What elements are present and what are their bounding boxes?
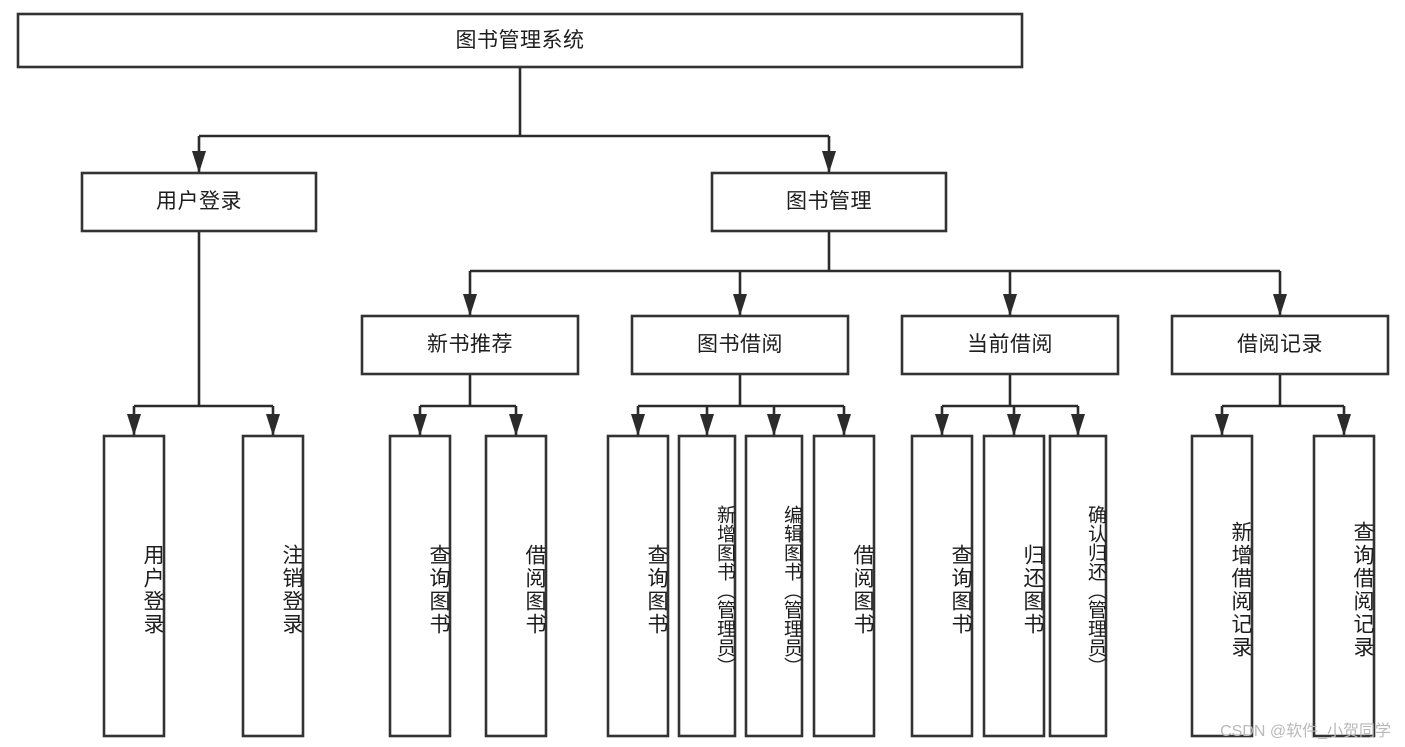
node-box-borrow-record[interactable] <box>1170 314 1390 376</box>
arrow-head-icon-current-borrow <box>1003 294 1017 316</box>
arrow-head-icon-leaf-query-book-current <box>935 414 949 436</box>
node-box-new-book-rec[interactable] <box>360 314 580 376</box>
arrow-head-icon-leaf-borrow-book-rec <box>509 414 523 436</box>
arrow-head-icon-book-borrow <box>733 294 747 316</box>
arrow-head-icon-leaf-query-record <box>1337 414 1351 436</box>
node-box-leaf-query-book-borrow[interactable] <box>606 434 670 738</box>
connector-layer <box>127 67 1351 436</box>
node-box-root[interactable] <box>16 12 1024 69</box>
node-box-book-borrow[interactable] <box>630 314 850 376</box>
box-layer <box>16 12 1390 738</box>
arrow-head-icon-leaf-add-record <box>1215 414 1229 436</box>
arrow-head-icon-leaf-query-book-borrow <box>631 414 645 436</box>
arrow-head-icon-new-book-rec <box>463 294 477 316</box>
node-box-current-borrow[interactable] <box>900 314 1120 376</box>
node-box-leaf-borrow-book[interactable] <box>812 434 876 738</box>
node-box-leaf-borrow-book-rec[interactable] <box>484 434 548 738</box>
arrow-head-icon-leaf-edit-book <box>767 414 781 436</box>
arrow-head-icon-leaf-confirm-return <box>1071 414 1085 436</box>
node-box-leaf-return-book[interactable] <box>982 434 1046 738</box>
arrow-head-icon-user-login <box>192 151 206 173</box>
node-box-leaf-confirm-return[interactable] <box>1048 434 1108 738</box>
node-box-user-login[interactable] <box>80 171 318 233</box>
node-box-leaf-user-login[interactable] <box>102 434 166 738</box>
node-box-leaf-add-book[interactable] <box>677 434 737 738</box>
node-box-book-manage[interactable] <box>710 171 948 233</box>
arrow-head-icon-leaf-user-login <box>127 414 141 436</box>
node-box-leaf-query-record[interactable] <box>1312 434 1376 738</box>
node-box-leaf-edit-book[interactable] <box>744 434 804 738</box>
arrow-head-icon-book-manage <box>822 151 836 173</box>
arrow-head-icon-leaf-return-book <box>1007 414 1021 436</box>
arrow-head-icon-leaf-borrow-book <box>837 414 851 436</box>
arrow-head-icon-leaf-user-logout <box>266 414 280 436</box>
arrow-head-icon-leaf-query-book-rec <box>413 414 427 436</box>
node-box-leaf-query-book-rec[interactable] <box>388 434 452 738</box>
arrow-head-icon-borrow-record <box>1273 294 1287 316</box>
node-box-leaf-query-book-current[interactable] <box>910 434 974 738</box>
node-box-leaf-user-logout[interactable] <box>241 434 305 738</box>
node-box-leaf-add-record[interactable] <box>1190 434 1254 738</box>
arrow-head-icon-leaf-add-book <box>700 414 714 436</box>
